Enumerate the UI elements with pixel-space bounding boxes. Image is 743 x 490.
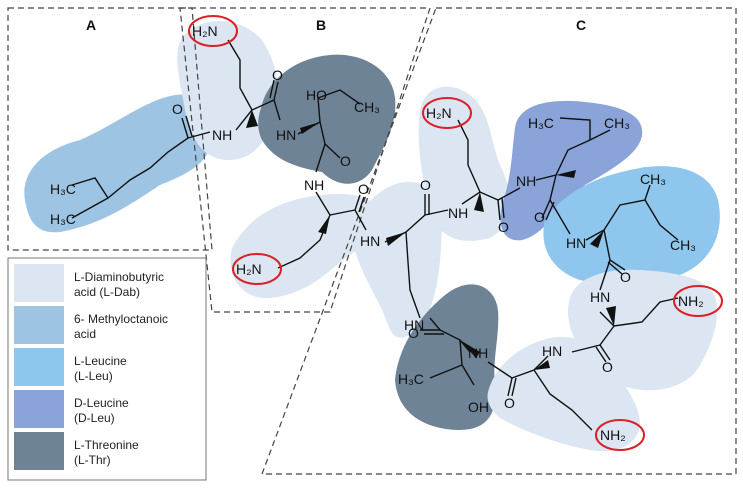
dleu-h3c-label: H₃C <box>528 115 554 131</box>
legend-item: L-Diaminobutyric acid (L-Dab) <box>14 264 164 302</box>
terminal-methyl-label: H₃C <box>50 211 76 227</box>
legend-label-line2: (L-Leu) <box>74 369 113 383</box>
amide-hn-label-6: HN <box>542 343 562 359</box>
carbonyl-o-label-11: O <box>408 325 419 341</box>
amide-nh-label-2: NH <box>304 177 324 193</box>
highlight-d-leu <box>500 100 643 241</box>
carbonyl-o-label-4: O <box>358 181 369 197</box>
amide-hn-label-2: HN <box>360 233 380 249</box>
highlight-dab-4 <box>418 86 511 241</box>
highlight-dab-3 <box>352 181 443 338</box>
legend-label-line2: acid (L-Dab) <box>74 285 140 299</box>
highlight-thr-2 <box>395 284 499 430</box>
legend-item: D-Leucine (D-Leu) <box>14 390 129 428</box>
amide-hn-label-5: HN <box>590 289 610 305</box>
highlight-dab-6 <box>487 336 640 452</box>
thr1-ho-label: HO <box>306 87 327 103</box>
zone-b-border <box>179 7 431 313</box>
zone-label-a: A <box>86 17 96 33</box>
highlight-thr-1 <box>258 54 396 184</box>
lleu-ch3-label-1: CH₃ <box>640 171 666 187</box>
dleu-ch3-label: CH₃ <box>604 115 630 131</box>
zone-label-c: C <box>576 17 586 33</box>
legend-swatch-l-thr <box>14 432 64 470</box>
lleu-ch3-label-2: CH₃ <box>670 237 696 253</box>
legend-item: L-Leucine (L-Leu) <box>14 348 127 386</box>
amide-hn-label-4: HN <box>566 235 586 251</box>
legend-swatch-d-leu <box>14 390 64 428</box>
amine-label-top: H₂N <box>192 23 218 39</box>
carbonyl-o-label-9: O <box>602 359 613 375</box>
methyl-branch-label: H₃C <box>50 181 76 197</box>
legend-label-line1: L-Diaminobutyric <box>74 270 164 284</box>
amide-hn-label-3: HN <box>404 317 424 333</box>
legend-label-line1: D-Leucine <box>74 396 129 410</box>
legend-label-line2: (D-Leu) <box>74 411 115 425</box>
legend-item: L-Threonine (L-Thr) <box>14 432 139 470</box>
zone-borders <box>7 7 737 475</box>
amine-circle-right <box>673 285 723 317</box>
zone-c-border <box>261 7 737 475</box>
highlight-methyloctanoic <box>24 94 213 233</box>
thr2-h3c-label: H₃C <box>398 371 424 387</box>
amide-hn-label-1: HN <box>276 127 296 143</box>
legend-label-line2: (L-Thr) <box>74 453 111 467</box>
thr2-oh-label: OH <box>468 399 489 415</box>
amine-label-b-lower: H₂N <box>236 261 262 277</box>
carbonyl-o-label-3: O <box>340 153 351 169</box>
stereo-wedges <box>246 110 616 370</box>
legend-label-line2: acid <box>74 327 96 341</box>
amine-label-right: NH₂ <box>678 293 704 309</box>
legend: L-Diaminobutyric acid (L-Dab) 6- Methylo… <box>7 257 207 481</box>
legend-swatch-dab <box>14 264 64 302</box>
carbonyl-o-label-10: O <box>504 395 515 411</box>
amine-label-bottom: NH₂ <box>600 427 626 443</box>
legend-swatch-methyloctanoic <box>14 306 64 344</box>
highlight-l-leu <box>543 166 720 285</box>
carbonyl-o-label-6: O <box>498 219 509 235</box>
legend-item: 6- Methyloctanoic acid <box>14 306 168 344</box>
carbonyl-o-label-2: O <box>272 67 283 83</box>
amine-circle-b-lower <box>232 253 282 285</box>
zone-a-border <box>7 7 213 251</box>
thr1-ch3-label: CH₃ <box>354 99 380 115</box>
amide-nh-label-1: NH <box>212 127 232 143</box>
carbonyl-o-label-1: O <box>172 101 183 117</box>
amine-circle-c-top <box>422 97 472 129</box>
highlight-dab-2 <box>230 194 381 299</box>
amide-nh-label-5: NH <box>468 345 488 361</box>
carbonyl-o-label-8: O <box>620 269 631 285</box>
amide-nh-label-3: NH <box>448 205 468 221</box>
amine-circles <box>188 15 723 451</box>
amide-nh-label-4: NH <box>516 173 536 189</box>
legend-label-line1: 6- Methyloctanoic <box>74 312 168 326</box>
legend-label-line1: L-Threonine <box>74 438 139 452</box>
legend-label-line1: L-Leucine <box>74 354 127 368</box>
carbonyl-o-label-5: O <box>420 177 431 193</box>
amine-circle-bottom <box>595 419 645 451</box>
legend-swatch-l-leu <box>14 348 64 386</box>
amine-circle-top <box>188 15 238 47</box>
amine-label-c-top: H₂N <box>426 105 452 121</box>
zone-label-b: B <box>316 17 326 33</box>
carbonyl-o-label-7: O <box>534 209 545 225</box>
atom-labels: H₃C H₃C O NH H₂N O HN HO CH₃ O NH O H₂N … <box>50 23 704 443</box>
